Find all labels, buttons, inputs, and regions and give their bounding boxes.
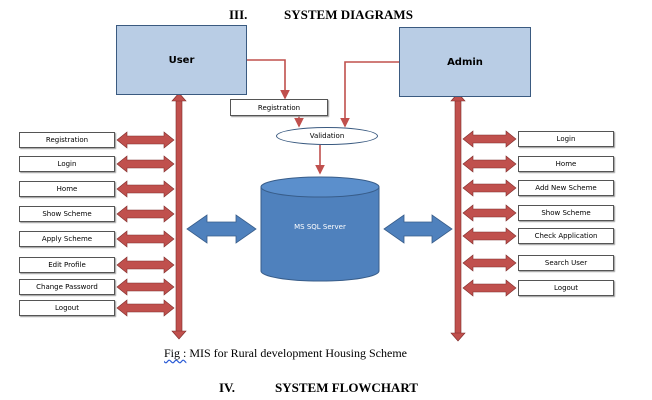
user-arrow-home bbox=[116, 180, 175, 198]
user-item-change-password: Change Password bbox=[19, 279, 115, 295]
admin-arrow-search-user bbox=[462, 254, 517, 272]
figure-caption: Fig : MIS for Rural development Housing … bbox=[164, 346, 407, 361]
section-4-number: IV. bbox=[219, 380, 236, 395]
admin-arrow-home bbox=[462, 155, 517, 173]
figure-prefix: Fig : bbox=[164, 346, 187, 360]
admin-item-arrows bbox=[462, 130, 517, 297]
admin-arrow-login bbox=[462, 130, 517, 148]
admin-item-add-new-scheme: Add New Scheme bbox=[518, 180, 614, 196]
admin-item-home: Home bbox=[518, 156, 614, 172]
section-3-title: SYSTEM DIAGRAMS bbox=[284, 7, 413, 22]
admin-arrow-logout bbox=[462, 279, 517, 297]
admin-item-check-application: Check Application bbox=[518, 228, 614, 244]
user-arrow-change-password bbox=[116, 278, 175, 296]
user-arrow-show-scheme bbox=[116, 205, 175, 223]
user-to-registration-connector bbox=[247, 59, 290, 100]
connector-lines bbox=[247, 59, 399, 175]
user-item-arrows bbox=[116, 131, 175, 317]
figure-caption-text: MIS for Rural development Housing Scheme bbox=[186, 346, 407, 360]
user-arrow-apply-scheme bbox=[116, 230, 175, 248]
user-arrow-login bbox=[116, 155, 175, 173]
user-item-show-scheme: Show Scheme bbox=[19, 206, 115, 222]
user-arrow-registration bbox=[116, 131, 175, 149]
admin-arrow-show-scheme bbox=[462, 204, 517, 222]
admin-item-login: Login bbox=[518, 131, 614, 147]
user-arrow-edit-profile bbox=[116, 256, 175, 274]
user-item-registration: Registration bbox=[19, 132, 115, 148]
admin-vertical-bar bbox=[450, 92, 466, 342]
section-3-number: III. bbox=[229, 7, 248, 22]
user-item-logout: Logout bbox=[19, 300, 115, 316]
admin-item-show-scheme: Show Scheme bbox=[518, 205, 614, 221]
user-item-home: Home bbox=[19, 181, 115, 197]
user-box: User bbox=[116, 25, 247, 95]
user-db-double-arrow bbox=[186, 214, 257, 244]
admin-arrow-add-new-scheme bbox=[462, 179, 517, 197]
user-item-login: Login bbox=[19, 156, 115, 172]
validation-ellipse: Validation bbox=[276, 127, 378, 145]
section-4-title: SYSTEM FLOWCHART bbox=[275, 380, 418, 395]
user-item-apply-scheme: Apply Scheme bbox=[19, 231, 115, 247]
registration-process-box: Registration bbox=[230, 99, 328, 116]
admin-db-double-arrow bbox=[383, 214, 453, 244]
admin-to-validation-connector bbox=[340, 61, 399, 128]
user-vertical-bar bbox=[171, 92, 187, 340]
admin-item-logout: Logout bbox=[518, 280, 614, 296]
user-item-edit-profile: Edit Profile bbox=[19, 257, 115, 273]
database-cylinder bbox=[260, 176, 380, 282]
user-arrow-logout bbox=[116, 299, 175, 317]
admin-item-search-user: Search User bbox=[518, 255, 614, 271]
database-label: MS SQL Server bbox=[294, 223, 346, 231]
admin-arrow-check-application bbox=[462, 227, 517, 245]
admin-box: Admin bbox=[399, 27, 531, 97]
